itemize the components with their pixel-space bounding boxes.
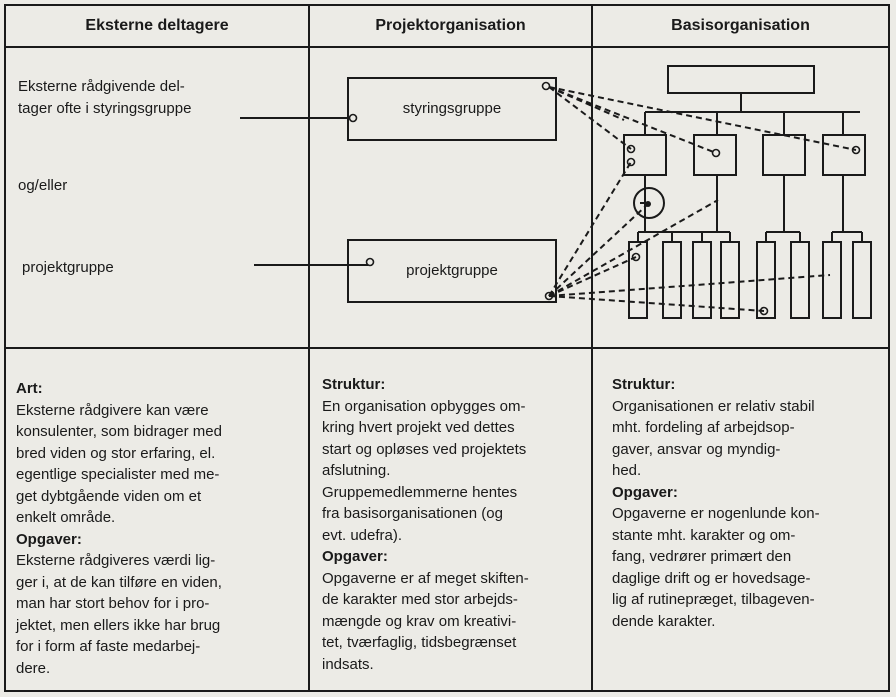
project-group-box xyxy=(347,239,557,303)
header-project-organisation: Projektorganisation xyxy=(375,17,526,34)
text-line: lig af rutinepræget, tilbageven- xyxy=(612,591,815,608)
text-line: kring hvert projekt ved dettes xyxy=(322,419,515,436)
tasks-heading: Opgaver: xyxy=(16,530,82,548)
text-line: gaver, ansvar og myndig- xyxy=(612,440,781,458)
text-line: dende karakter. xyxy=(612,612,716,630)
table-frame: Eksterne deltagere Projektorganisation B… xyxy=(4,4,890,692)
header-base-organisation: Basisorganisation xyxy=(671,17,810,34)
text-line: daglige drift og er hovedsage- xyxy=(612,569,811,587)
project-organisation-text: Struktur: En organisation opbygges om- k… xyxy=(322,374,588,675)
text-line: Opgaverne er nogenlunde kon- xyxy=(612,505,820,522)
project-group-box-label: projektgruppe xyxy=(406,262,498,279)
external-advisors-line: tager ofte i styringsgruppe xyxy=(18,100,192,117)
text-line: get dybtgående viden om et xyxy=(16,487,202,505)
department-box xyxy=(623,134,667,176)
tasks-heading: Opgaver: xyxy=(612,483,678,501)
staff-unit-bar xyxy=(628,241,648,319)
text-line: afslutning. xyxy=(322,462,391,479)
text-line: for i form af faste medarbej- xyxy=(16,638,201,655)
text-line: man har stort behov for i pro- xyxy=(16,595,210,612)
text-line: hed. xyxy=(612,462,642,479)
text-line: mht. fordeling af arbejdsop- xyxy=(612,419,795,436)
steering-group-box xyxy=(347,77,557,141)
text-line: de karakter med stor arbejds- xyxy=(322,591,518,608)
text-line: egentlige specialister med me- xyxy=(16,466,220,483)
staff-unit-bar xyxy=(692,241,712,319)
department-box xyxy=(693,134,737,176)
base-organisation-text: Struktur: Organisationen er relativ stab… xyxy=(612,374,890,632)
text-line: indsats. xyxy=(322,655,374,673)
top-management-box xyxy=(667,65,815,94)
text-line: enkelt område. xyxy=(16,509,116,526)
structure-heading: Struktur: xyxy=(612,376,676,393)
staff-unit-bar xyxy=(720,241,740,319)
staff-unit-bar xyxy=(822,241,842,319)
text-line: tet, tværfaglig, tidsbegrænset xyxy=(322,634,517,651)
art-heading: Art: xyxy=(16,380,43,397)
steering-group-box-label: styringsgruppe xyxy=(402,100,502,117)
staff-unit-bar xyxy=(756,241,776,319)
text-line: mængde og krav om kreativi- xyxy=(322,612,517,630)
text-line: En organisation opbygges om- xyxy=(322,397,526,415)
department-box xyxy=(822,134,866,176)
text-line: konsulenter, som bidrager med xyxy=(16,423,222,440)
external-advisors-line: Eksterne rådgivende del- xyxy=(18,78,185,95)
text-line: Opgaverne er af meget skiften- xyxy=(322,569,529,587)
tasks-heading: Opgaver: xyxy=(322,548,388,565)
external-participants-text: Art: Eksterne rådgivere kan være konsule… xyxy=(16,378,300,679)
external-advisors-label: Eksterne rådgivende del- tager ofte i st… xyxy=(18,76,191,120)
text-line: Eksterne rådgiveres værdi lig- xyxy=(16,552,216,569)
text-line: Gruppemedlemmerne hentes xyxy=(322,483,518,501)
header-divider xyxy=(6,46,888,48)
project-group-side-label: projektgruppe xyxy=(22,259,114,276)
text-line: Organisationen er relativ stabil xyxy=(612,397,815,415)
header-external-participants: Eksterne deltagere xyxy=(85,17,229,34)
structure-heading: Struktur: xyxy=(322,376,386,393)
text-line: ger i, at de kan tilføre en viden, xyxy=(16,573,222,591)
section-divider xyxy=(6,347,888,349)
or-label: og/eller xyxy=(18,177,68,194)
text-line: jektet, men ellers ikke har brug xyxy=(16,616,221,634)
text-line: start og opløses ved projektets xyxy=(322,440,527,458)
staff-unit-bar xyxy=(662,241,682,319)
text-line: dere. xyxy=(16,659,51,677)
department-box xyxy=(762,134,806,176)
staff-function-circle xyxy=(633,187,665,219)
text-line: evt. udefra). xyxy=(322,526,403,544)
text-line: Eksterne rådgivere kan være xyxy=(16,401,209,419)
staff-unit-bar xyxy=(790,241,810,319)
text-line: bred viden og stor erfaring, el. xyxy=(16,444,216,462)
text-line: stante mht. karakter og om- xyxy=(612,526,796,544)
text-line: fang, vedrører primært den xyxy=(612,548,792,565)
staff-unit-bar xyxy=(852,241,872,319)
text-line: fra basisorganisationen (og xyxy=(322,505,503,522)
